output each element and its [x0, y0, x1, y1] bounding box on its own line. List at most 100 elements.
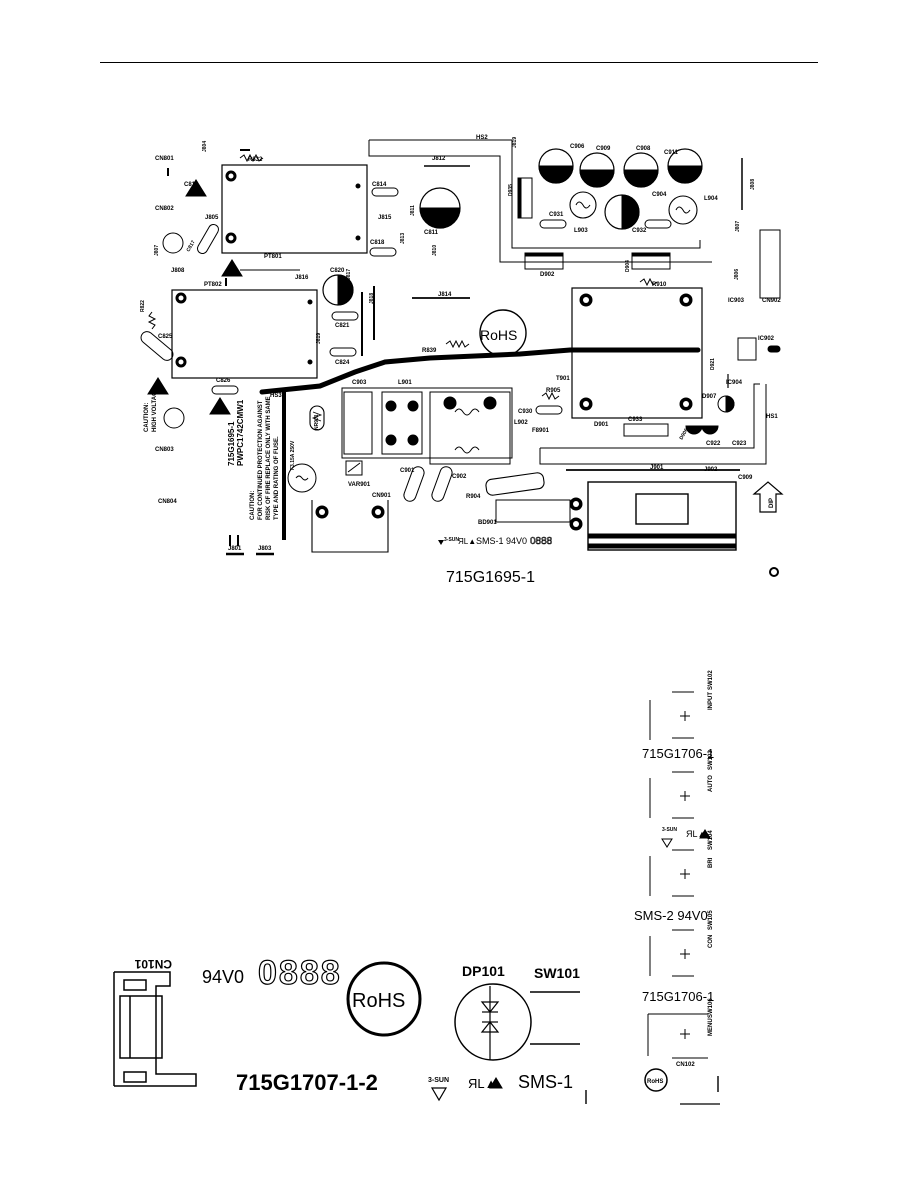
label-c901: C901 — [400, 468, 415, 474]
inductor-l902 — [429, 391, 511, 465]
label-bd901: BD901 — [478, 520, 497, 526]
label-j816: J816 — [295, 275, 309, 281]
label-c906: C906 — [570, 144, 585, 150]
label-c909: C909 — [596, 146, 611, 152]
label-c821: C821 — [335, 323, 350, 329]
main-board-part-number: 715G1695-1 — [446, 569, 535, 586]
switch-sw102 — [649, 691, 694, 740]
label-ic902: IC902 — [758, 336, 775, 342]
label-pt802: PT802 — [204, 282, 222, 288]
label-cn802: CN802 — [155, 206, 174, 212]
svg-text:SW103: SW103 — [708, 750, 714, 770]
label-c814: C814 — [372, 182, 387, 188]
label-d901: D901 — [594, 422, 609, 428]
label-c825: C825 — [158, 334, 173, 340]
label-c922: C922 — [706, 441, 721, 447]
key-connector: CN102 — [676, 1062, 695, 1068]
svg-text:D904: D904 — [625, 260, 631, 272]
label-c820: C820 — [330, 268, 345, 274]
label-l903: L903 — [574, 228, 588, 234]
main-board-labels: CN801 CN802 CN803 CN804 PT801 PT802 R832… — [140, 135, 781, 586]
label-cn801: CN801 — [155, 156, 174, 162]
label-hs2: HS2 — [476, 135, 488, 141]
svg-text:C817: C817 — [186, 239, 197, 253]
label-j803: J803 — [258, 546, 272, 552]
label-r905: R905 — [546, 388, 561, 394]
ul-mark-main: ЯL▲ — [458, 537, 476, 546]
inductor-l904 — [668, 195, 698, 225]
label-l902: L902 — [514, 420, 528, 426]
svg-text:715G1695-1: 715G1695-1 — [227, 421, 236, 466]
label-c818: C818 — [370, 240, 385, 246]
svg-text:J807: J807 — [735, 221, 741, 232]
inductor-l903 — [569, 191, 597, 219]
svg-text:J818: J818 — [369, 293, 375, 304]
svg-text:FOR CONTINUED PROTECTION AGAIN: FOR CONTINUED PROTECTION AGAINST — [258, 400, 264, 520]
led-rating: 94V0 — [202, 967, 244, 987]
key-vendor-mark: 3-SUN — [662, 827, 677, 833]
switch-sw106 — [647, 1013, 708, 1059]
label-c911: C911 — [664, 150, 679, 156]
key-board-labels: INPUT SW102 AUTO SW103 BRI SW104 CON SW1… — [634, 670, 714, 1085]
label-cn804: CN804 — [158, 499, 177, 505]
label-f8901: F8901 — [532, 428, 550, 434]
switch-sw103 — [649, 771, 694, 819]
transformer-pt801 — [221, 164, 368, 254]
capacitor-c909 — [579, 152, 615, 188]
svg-text:J808: J808 — [750, 179, 756, 190]
pcb-code-block: 715G1695-1 PWPC1742CMW1 — [227, 399, 245, 466]
rohs-mark-icon — [479, 309, 527, 357]
label-d907: D907 — [702, 394, 717, 400]
label-c932: C932 — [632, 228, 647, 234]
capacitor-c911 — [667, 148, 703, 184]
transformer-pt802 — [171, 289, 318, 379]
label-j812: J812 — [432, 156, 446, 162]
svg-text:J817: J817 — [346, 269, 352, 280]
led-sw101-label: SW101 — [534, 965, 580, 981]
switch-sw104 — [649, 849, 694, 897]
led-vendor-mark: 3-SUN — [428, 1077, 449, 1084]
switch-sw105 — [649, 929, 694, 977]
svg-text:J813: J813 — [400, 233, 406, 244]
led-date-code: 0888 — [258, 954, 342, 992]
capacitor-c904 — [604, 194, 640, 230]
svg-text:HIGH VOLTAGE: HIGH VOLTAGE — [152, 387, 158, 432]
label-cn902: CN902 — [762, 298, 781, 304]
svg-text:J819: J819 — [512, 137, 518, 148]
svg-text:INPUT: INPUT — [708, 692, 714, 710]
key-rohs: RoHS — [647, 1079, 663, 1085]
label-c811: C811 — [424, 230, 439, 236]
label-c930: C930 — [518, 409, 533, 415]
label-cn901: CN901 — [372, 493, 391, 499]
label-j902: J902 — [704, 467, 718, 473]
label-c902: C902 — [452, 474, 467, 480]
connector-cn101 — [114, 971, 197, 1087]
led-rohs: RoHS — [352, 990, 405, 1012]
svg-text:TYPE AND RATING OF FUSE.: TYPE AND RATING OF FUSE. — [274, 436, 280, 520]
capacitor-c903 — [343, 391, 373, 455]
svg-text:PWPC1742CMW1: PWPC1742CMW1 — [236, 399, 245, 466]
label-c824: C824 — [335, 360, 350, 366]
label-c826: C826 — [216, 378, 231, 384]
svg-text:BRI: BRI — [708, 857, 714, 868]
capacitor-c820 — [322, 274, 354, 306]
label-hs3: HS3 — [270, 393, 282, 399]
transformer-t901 — [571, 287, 703, 419]
led-ul-mark: ЯL▲ — [468, 1076, 498, 1091]
dip-label: DIP — [769, 498, 775, 508]
svg-text:SW106: SW106 — [708, 998, 714, 1018]
led-dp101 — [454, 983, 532, 1061]
label-cn803: CN803 — [155, 447, 174, 453]
connector-cn902 — [759, 229, 781, 299]
sms-main: SMS-1 94V0 — [476, 536, 527, 546]
label-r904: R904 — [466, 494, 481, 500]
label-j814: J814 — [438, 292, 452, 298]
label-r910: R910 — [652, 282, 667, 288]
label-ic903: IC903 — [728, 298, 745, 304]
svg-text:CON: CON — [708, 935, 714, 948]
label-c816: C816 — [184, 182, 199, 188]
label-hs1: HS1 — [766, 414, 778, 420]
led-board — [113, 961, 587, 1104]
connector-cn901 — [311, 500, 389, 553]
